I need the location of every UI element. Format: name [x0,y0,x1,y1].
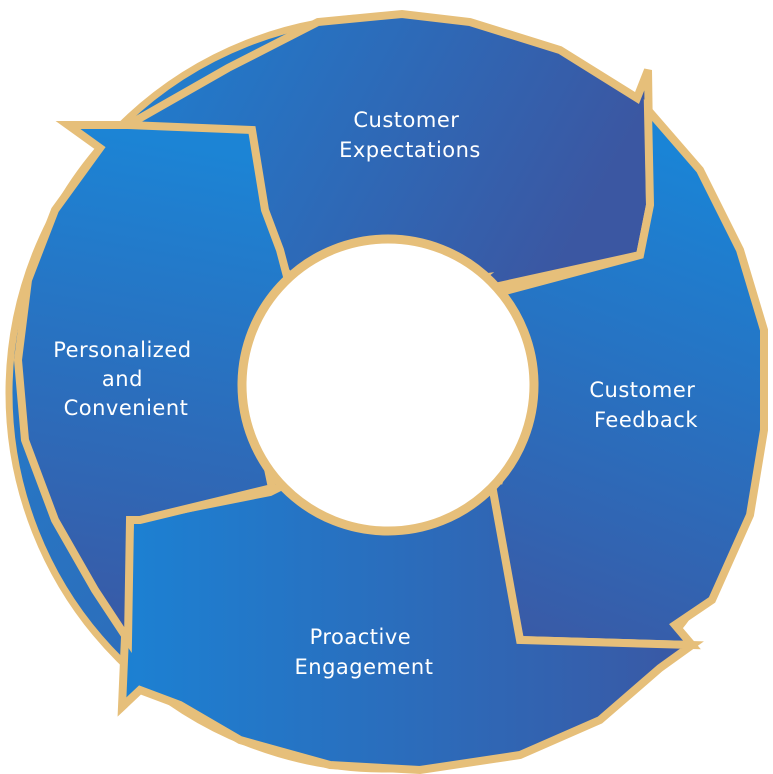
segment-labels: Customer Expectations Customer Feedback … [53,108,702,679]
segment-label-customer-expectations: Customer Expectations [339,108,481,162]
segment-label-customer-feedback: Customer Feedback [589,378,702,432]
label-line: Proactive [310,625,412,649]
label-line: Customer [353,108,459,132]
label-line: Convenient [64,396,189,420]
label-line: Personalized [53,338,191,362]
label-line: Expectations [339,138,481,162]
segment-left [13,121,303,653]
label-line: Customer [589,378,695,402]
center-circle [237,234,539,536]
segment-label-proactive-engagement: Proactive Engagement [295,625,434,679]
segment-label-personalized-convenient: Personalized and Convenient [53,338,199,420]
label-line: and [102,367,143,391]
label-line: Feedback [594,408,698,432]
label-line: Engagement [295,655,434,679]
